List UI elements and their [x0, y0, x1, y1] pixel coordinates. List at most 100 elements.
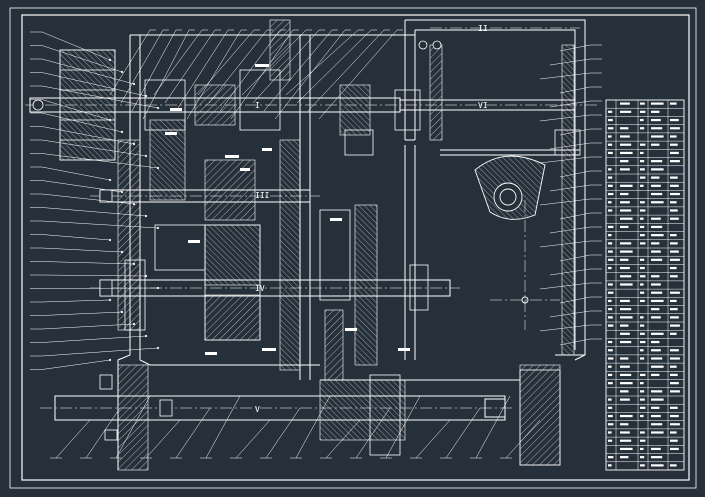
leader-left	[41, 112, 123, 133]
parts-table-cell-mark	[620, 192, 629, 196]
leader-top	[197, 29, 255, 96]
leader-bottom	[55, 419, 91, 459]
leader-left-dot	[108, 118, 112, 122]
parts-table-cell-mark	[651, 234, 664, 237]
parts-table-cell-mark	[620, 266, 630, 270]
leader-top	[307, 29, 385, 112]
leader-right	[539, 198, 591, 206]
leader-left-dot	[156, 166, 160, 170]
leader-left	[41, 274, 147, 277]
leader-left-dot	[144, 334, 148, 338]
parts-table-cell-mark	[640, 349, 644, 352]
parts-table-cell-mark	[670, 127, 680, 130]
leader-left-dot	[108, 358, 112, 362]
parts-table-cell-mark	[608, 266, 612, 270]
parts-table-cell-mark	[651, 373, 660, 377]
parts-table-cell-mark	[640, 324, 645, 327]
leader-left	[41, 153, 159, 169]
leader-left-dot	[120, 250, 124, 254]
gears	[59, 49, 581, 466]
parts-table-cell-mark	[608, 127, 614, 130]
leader-right	[549, 226, 591, 234]
parts-table-cell-mark	[608, 340, 613, 344]
leader-left-dot	[144, 274, 148, 278]
leader-bottom	[445, 407, 481, 459]
parts-table-cell-mark	[608, 299, 612, 303]
leader-bottom	[145, 419, 181, 459]
parts-table-cell-mark	[640, 456, 645, 459]
parts-table-cell-mark	[608, 209, 613, 212]
leader-bottom	[475, 395, 511, 459]
shaft-labels: I II III IV V VI	[255, 24, 488, 414]
parts-table-cell-mark	[651, 291, 663, 294]
parts-table-cell-mark	[670, 423, 680, 426]
parts-table-cell-mark	[608, 308, 613, 311]
hatched-walls	[59, 19, 575, 471]
parts-table-cell-mark	[640, 340, 646, 344]
parts-table-cell-mark	[651, 447, 661, 451]
parts-table-cell-mark	[620, 151, 633, 155]
parts-table-cell-mark	[670, 258, 680, 261]
parts-table-cell-mark	[640, 209, 646, 212]
parts-table-cell-mark	[620, 184, 633, 187]
parts-table-cell-mark	[620, 431, 630, 434]
parts-table-cell-mark	[651, 242, 660, 245]
parts-table-cell-mark	[651, 135, 664, 138]
parts-table-cell-mark	[670, 266, 677, 270]
parts-table-cell-mark	[670, 151, 679, 155]
parts-table-cell-mark	[620, 242, 632, 245]
parts-table-cell-mark	[608, 135, 612, 138]
leader-right	[549, 184, 591, 192]
parts-table-cell-mark	[670, 406, 678, 409]
leader-top	[142, 29, 190, 120]
parts-table-cell-mark	[608, 456, 614, 459]
parts-table-cell-mark	[651, 110, 660, 113]
parts-table-cell-mark	[640, 283, 644, 286]
leader-left-dot	[132, 322, 136, 326]
leader-left	[41, 234, 111, 241]
parts-table-cell-mark	[670, 324, 680, 327]
parts-table-cell-mark	[608, 398, 612, 401]
parts-table-cell-mark	[640, 406, 646, 409]
parts-table-cell-mark	[620, 110, 632, 113]
parts-table-cell-mark	[670, 299, 677, 303]
parts-table-cell-mark	[670, 308, 678, 311]
leader-left-dot	[144, 94, 148, 98]
leader-left-dot	[156, 106, 160, 110]
parts-table-cell-mark	[640, 127, 645, 130]
parts-table-cell-mark	[620, 250, 633, 253]
parts-table-cell-mark	[608, 225, 614, 229]
parts-table-cell-mark	[670, 439, 678, 442]
parts-table-cell-mark	[608, 373, 613, 377]
leader-left-dot	[132, 202, 136, 206]
leader-right	[539, 156, 591, 164]
parts-table-cell-mark	[651, 168, 664, 171]
parts-table-cell-mark	[651, 406, 660, 409]
leader-right	[559, 296, 591, 304]
parts-table-cell-mark	[620, 414, 633, 418]
leader-top	[164, 29, 216, 104]
dimension-tags	[165, 64, 410, 355]
parts-table-cell-mark	[651, 431, 664, 434]
leader-bottom	[505, 419, 541, 459]
leader-top	[175, 29, 229, 112]
leader-right	[549, 310, 591, 318]
parts-table-cell-mark	[670, 176, 678, 179]
parts-table-cell-mark	[651, 456, 663, 459]
parts-table-cell-mark	[640, 234, 645, 237]
parts-table-cell-mark	[651, 316, 661, 319]
parts-table-cell-mark	[620, 143, 632, 146]
parts-table-cell-mark	[651, 102, 664, 105]
parts-table-cell-mark	[640, 373, 646, 377]
leader-left-dot	[144, 214, 148, 218]
parts-table-cell-mark	[651, 283, 661, 286]
parts-table-cell-mark	[640, 275, 646, 278]
leader-bottom	[325, 419, 361, 459]
parts-table-cell-mark	[620, 390, 629, 393]
parts-table-cell-mark	[620, 283, 633, 286]
leader-left	[41, 139, 147, 157]
parts-table-cell-mark	[670, 464, 677, 467]
parts-table-cell-mark	[608, 357, 614, 360]
leader-left	[41, 335, 147, 343]
